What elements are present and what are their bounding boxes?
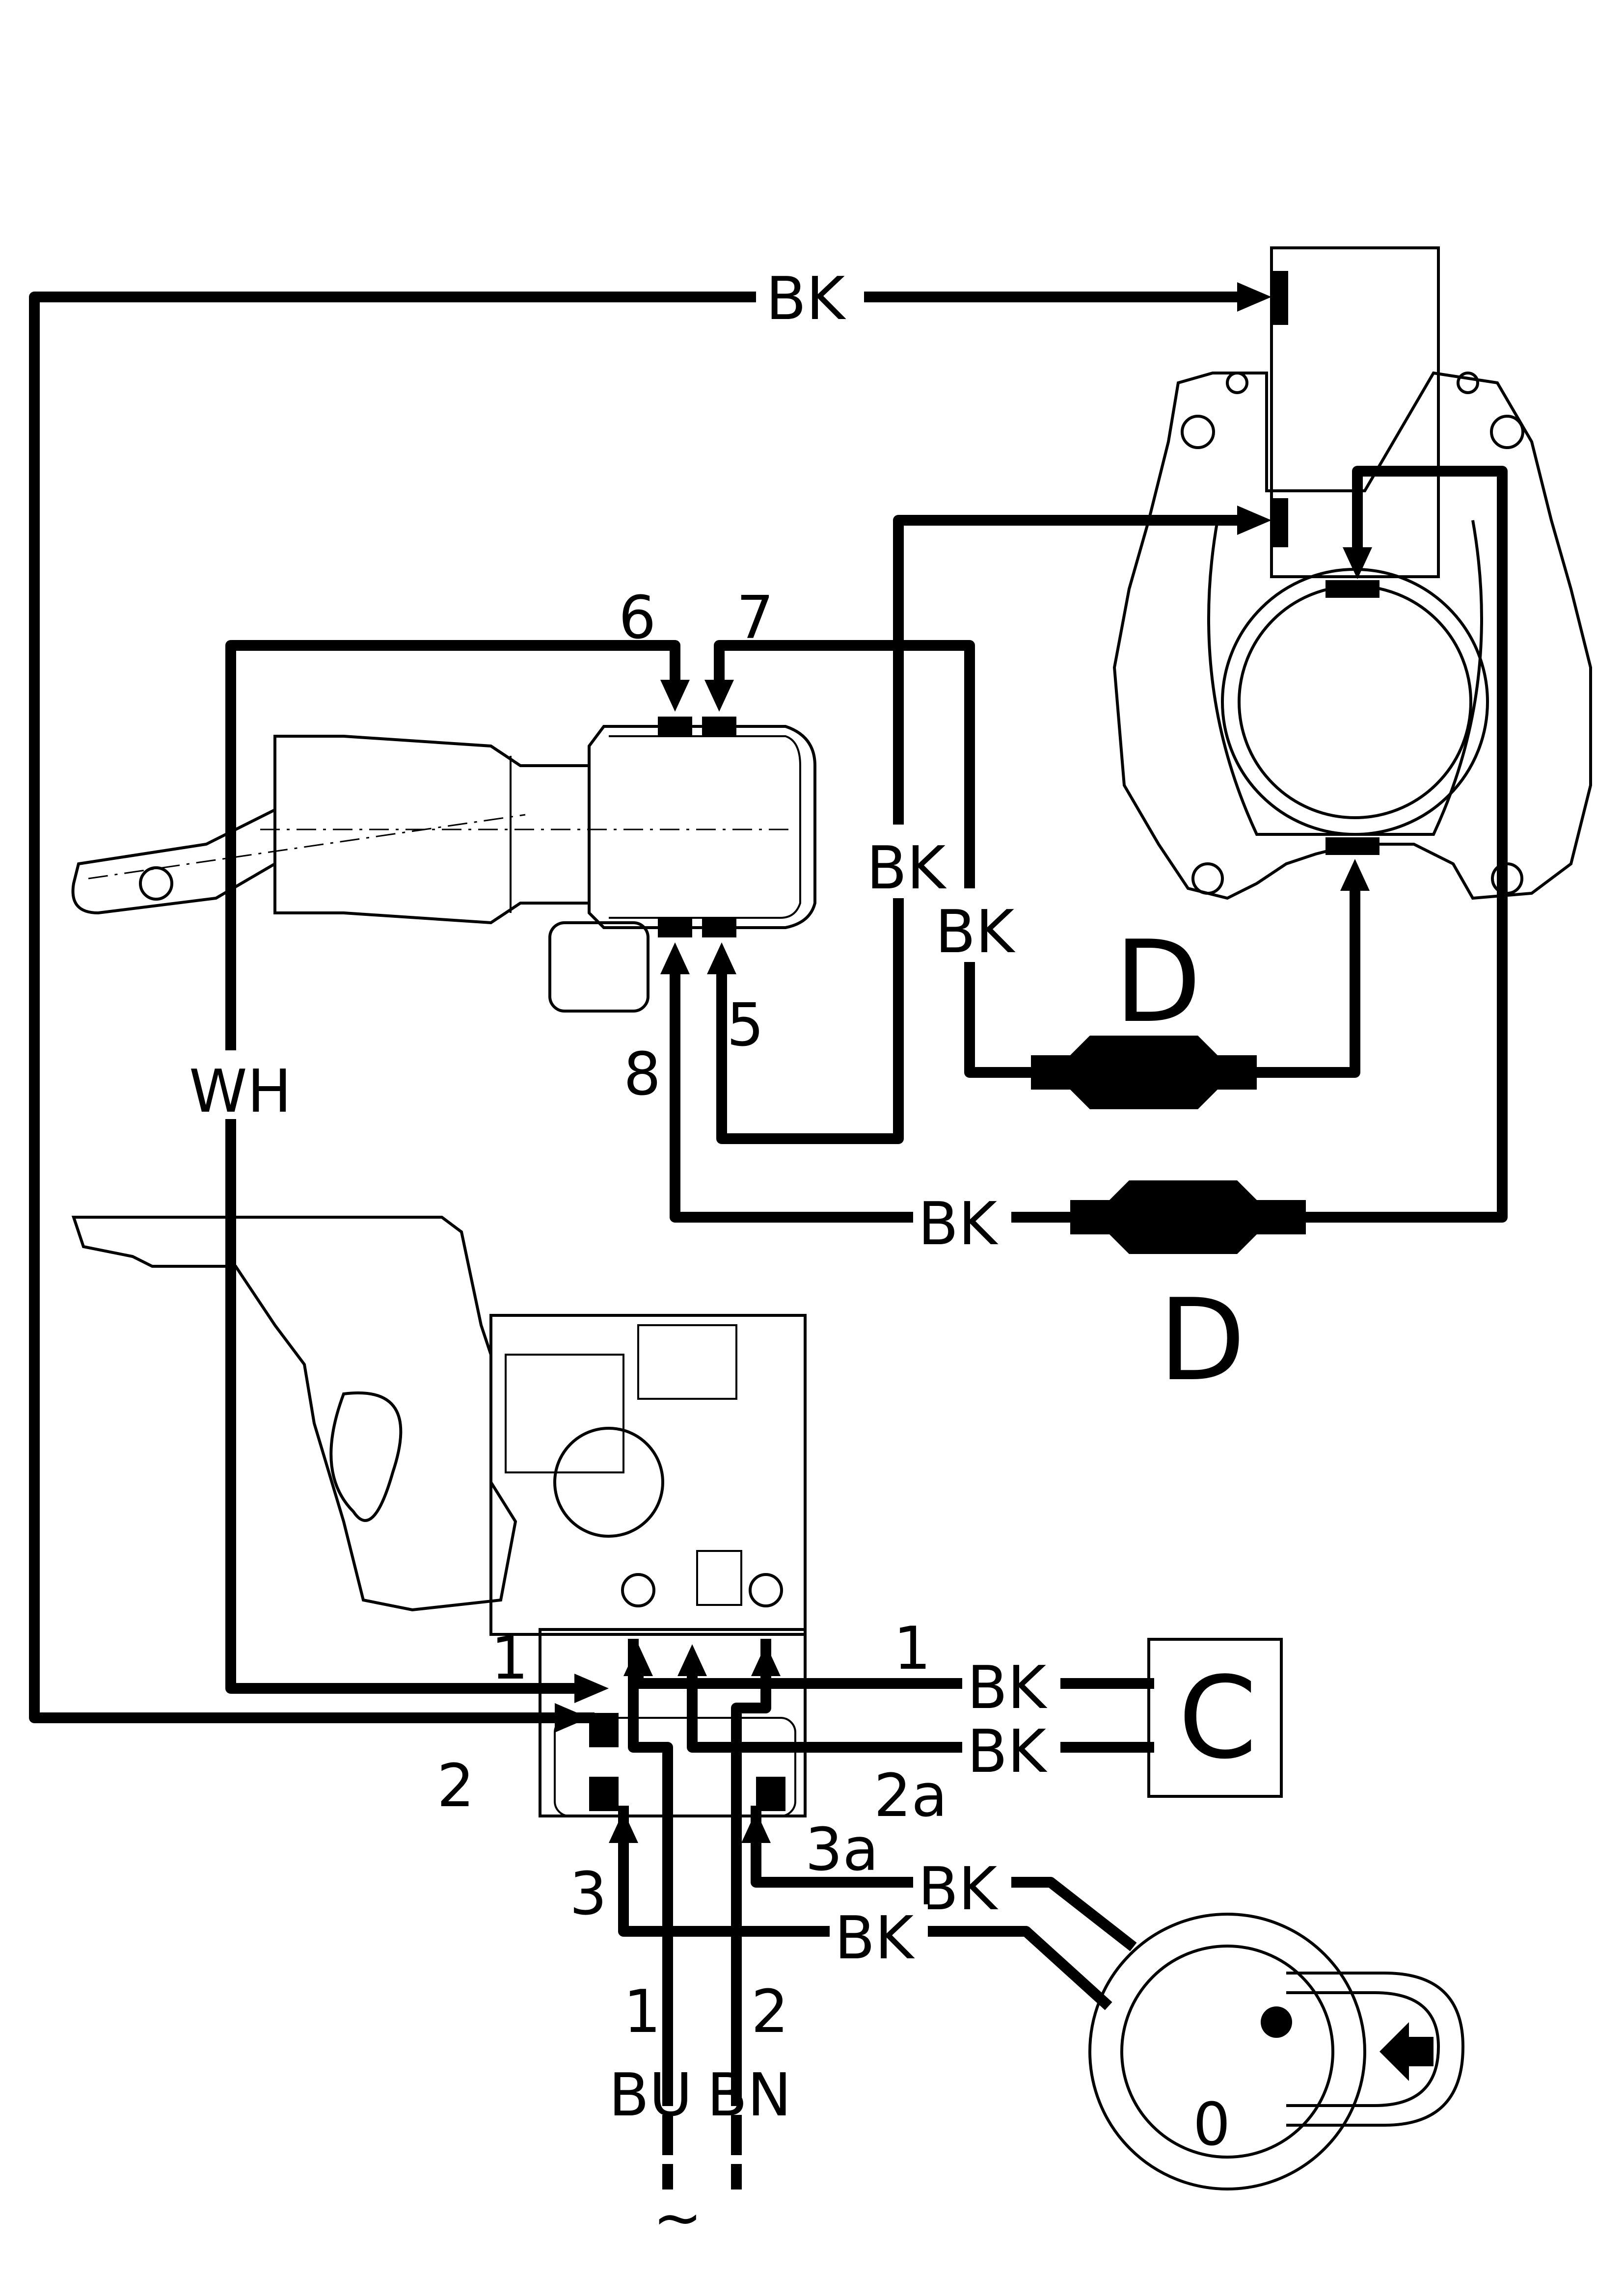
- motor-brush-top: [1325, 580, 1380, 598]
- label-tilde: ~: [653, 2184, 703, 2252]
- arrow-term-7: [704, 680, 734, 712]
- speed-knob: [1088, 1913, 1465, 2190]
- arrow-term-6: [660, 680, 690, 712]
- switch-term-3: [589, 1777, 619, 1811]
- motor-terminal-block: [1270, 246, 1440, 578]
- label-d-top: D: [1114, 917, 1201, 1048]
- terminal-sw-3a: 3a: [805, 1816, 879, 1884]
- arrow-switch-mains2: [751, 1644, 781, 1676]
- arrow-switch-3: [609, 1811, 638, 1843]
- labels: BK WH BK BK BK D D C BK BK BK BK BU BN ~…: [187, 263, 1257, 2252]
- arrow-switch-3a: [741, 1811, 771, 1843]
- terminal-5: 5: [727, 991, 764, 1060]
- terminal-sw-1-left: 1: [491, 1625, 528, 1693]
- label-bk-v2: BK: [935, 898, 1016, 966]
- arrow-brush-bottom: [1340, 859, 1370, 891]
- arrow-switch-2: [555, 1703, 589, 1733]
- label-bu: BU: [609, 2061, 692, 2130]
- terminal-mains-2: 2: [751, 1978, 788, 2046]
- arrow-icon: [1380, 2022, 1434, 2081]
- arrow-brush-top: [1343, 547, 1372, 579]
- arrow-motor-mid: [1237, 506, 1271, 535]
- arrow-term-5: [707, 942, 736, 974]
- label-bn: BN: [707, 2061, 791, 2130]
- label-bk-knob1: BK: [918, 1855, 999, 1923]
- label-bk-c2: BK: [967, 1718, 1048, 1786]
- terminal-8: 8: [623, 1041, 661, 1109]
- terminal-mains-1: 1: [623, 1978, 661, 2046]
- capacitor-box: [1147, 1638, 1283, 1798]
- arrow-switch-1: [574, 1674, 609, 1703]
- arrow-motor-top: [1237, 282, 1271, 312]
- motor-terminal-top: [1271, 271, 1288, 325]
- terminal-sw-3: 3: [569, 1860, 607, 1928]
- knob-dot: [1261, 2006, 1292, 2038]
- terminal-sw-1-right: 1: [893, 1615, 931, 1683]
- label-bk-mid: BK: [918, 1190, 999, 1258]
- terminal-7: 7: [736, 584, 774, 652]
- motor: [1112, 246, 1592, 900]
- motor-brush-bottom: [1325, 837, 1380, 855]
- label-d-bottom: D: [1159, 1275, 1245, 1406]
- wiring: [29, 292, 1508, 2189]
- switch-term-3a: [756, 1777, 785, 1811]
- label-bk-c1: BK: [967, 1654, 1048, 1722]
- label-wh: WH: [189, 1058, 292, 1126]
- label-top-bk: BK: [766, 265, 846, 333]
- suppressor-bottom: [1070, 1180, 1306, 1254]
- terminal-sw-2: 2: [437, 1752, 474, 1820]
- motor-terminal-mid: [1271, 498, 1288, 547]
- terminal-6: 6: [619, 584, 656, 652]
- arrow-term-8: [660, 942, 690, 974]
- arrows: [555, 282, 1372, 1843]
- label-bk-knob2: BK: [835, 1904, 915, 1973]
- label-c: C: [1178, 1653, 1257, 1784]
- label-knob-zero: 0: [1193, 2091, 1230, 2159]
- arrow-switch-c2: [677, 1644, 707, 1676]
- electronic-module: [71, 717, 816, 1013]
- suppressor-top: [1031, 1036, 1257, 1109]
- terminal-sw-2a: 2a: [874, 1762, 947, 1830]
- arrow-switch-c1: [623, 1644, 653, 1676]
